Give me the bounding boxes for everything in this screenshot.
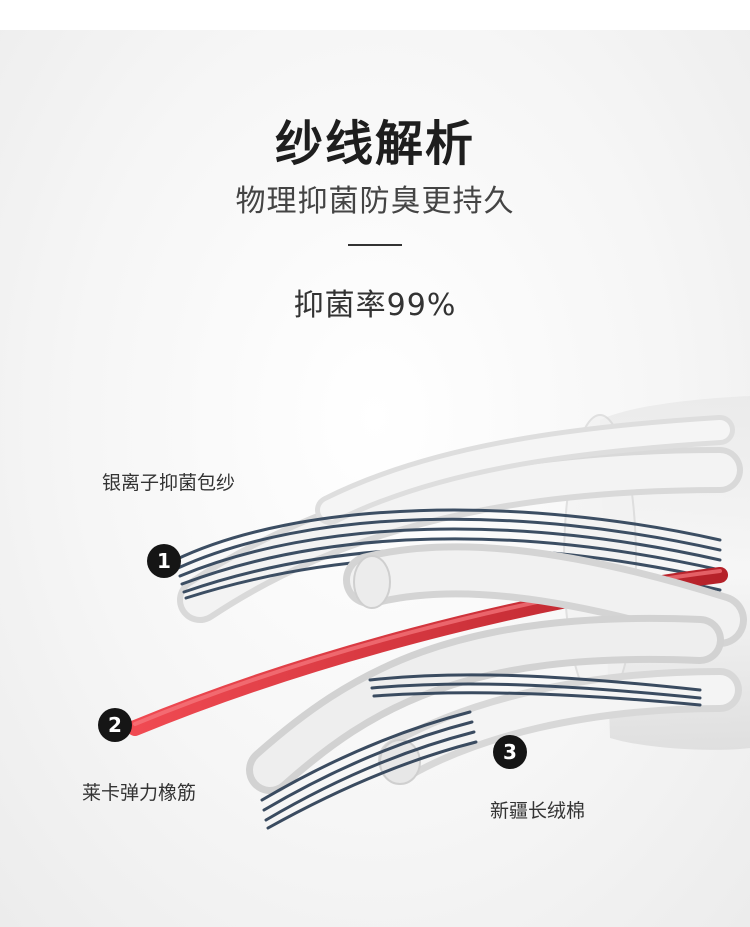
lower-yarn-bundle: [260, 673, 702, 830]
cotton-strands-back: [177, 415, 743, 623]
callout-label-3: 新疆长绒棉: [490, 800, 586, 822]
yarn-illustration: [127, 396, 750, 830]
page-title: 纱线解析: [274, 116, 475, 172]
callout-badge-3: 3: [493, 735, 527, 769]
page-subtitle: 物理抑菌防臭更持久: [235, 184, 515, 219]
divider: [348, 244, 402, 246]
callout-badge-1: 1: [147, 544, 181, 578]
callout-label-2: 莱卡弹力橡筋: [82, 782, 197, 804]
callout-label-1: 银离子抑菌包纱: [102, 472, 236, 494]
antibacterial-rate: 抑菌率99%: [293, 288, 457, 323]
top-band: [0, 0, 750, 30]
callout-badge-2: 2: [98, 708, 132, 742]
